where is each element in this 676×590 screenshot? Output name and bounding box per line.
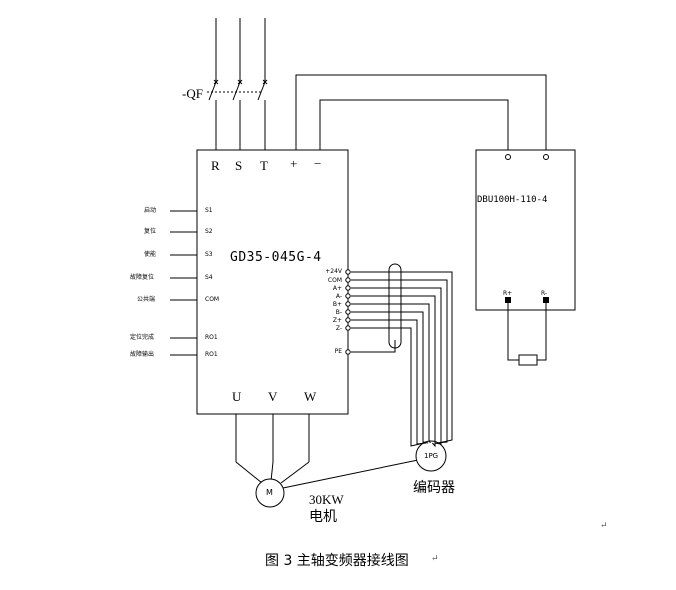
right-terminal: B+ xyxy=(332,301,342,308)
encoder-signal-wire xyxy=(351,295,436,448)
brake-terminal: R+ xyxy=(503,290,513,297)
input-name: 故障复位 xyxy=(130,274,155,281)
encoder-circle xyxy=(415,440,447,472)
encoder-name: 编码器 xyxy=(413,480,455,496)
right-terminal: A- xyxy=(335,293,342,300)
inverter-model: GD35-045G-4 xyxy=(230,250,322,265)
brake-unit-box xyxy=(475,149,576,311)
right-terminal: PE xyxy=(334,348,342,355)
terminal-u: U xyxy=(232,389,242,404)
encoder-symbol: 1PG xyxy=(424,452,439,460)
terminal-plus: + xyxy=(290,156,298,171)
terminal-v: V xyxy=(268,389,278,404)
input-terminal: S1 xyxy=(205,207,213,214)
terminal-marker xyxy=(345,309,351,315)
terminal-minus: − xyxy=(314,156,322,171)
right-terminal: COM xyxy=(327,277,342,284)
input-name: 使能 xyxy=(144,251,157,258)
breaker-label: -QF xyxy=(182,86,203,101)
input-terminal: RO1 xyxy=(205,351,218,358)
terminal-s: S xyxy=(235,158,243,173)
input-terminal: S2 xyxy=(205,228,213,235)
terminal-marker xyxy=(345,317,351,323)
right-terminal: Z+ xyxy=(332,317,342,324)
motor-power: 30KW xyxy=(309,492,344,507)
terminal-marker xyxy=(345,293,351,299)
brake-terminal: R- xyxy=(541,290,548,297)
input-name: 公共端 xyxy=(137,296,156,303)
input-name: 定位完成 xyxy=(130,334,155,341)
encoder-signal-wire xyxy=(351,327,425,447)
terminal-marker xyxy=(345,285,351,291)
brake-resistor xyxy=(518,354,538,366)
input-terminal: S4 xyxy=(205,274,213,281)
input-name: 启动 xyxy=(144,207,157,214)
input-terminal: RO1 xyxy=(205,334,218,341)
terminal-r: R xyxy=(211,158,220,173)
figure-caption: 图 3 主轴变频器接线图 xyxy=(265,553,409,569)
terminal-t: T xyxy=(260,158,268,173)
input-terminal: COM xyxy=(205,296,220,303)
encoder-signal-wire xyxy=(351,311,429,444)
terminal-marker xyxy=(345,269,351,275)
encoder-signal-wire xyxy=(351,271,453,444)
right-terminal: A+ xyxy=(332,285,342,292)
motor-symbol: M xyxy=(266,488,273,497)
terminal-marker xyxy=(345,277,351,283)
right-terminal: Z- xyxy=(335,325,342,332)
input-name: 复位 xyxy=(144,228,157,235)
terminal-marker xyxy=(345,301,351,307)
encoder-signal-wire xyxy=(351,303,431,444)
right-terminal: B- xyxy=(335,309,342,316)
motor-circle xyxy=(255,478,285,508)
paragraph-mark: ↵ xyxy=(431,554,439,564)
input-terminal: S3 xyxy=(205,251,213,258)
brake-unit-model: DBU100H-110-4 xyxy=(477,195,548,205)
motor-name: 电机 xyxy=(309,509,337,525)
right-terminal: +24V xyxy=(325,268,342,275)
terminal-w: W xyxy=(304,389,317,404)
encoder-signal-wire xyxy=(351,279,448,444)
terminal-marker xyxy=(345,325,351,331)
input-name: 故障输出 xyxy=(130,351,155,358)
inverter-box xyxy=(196,149,349,415)
encoder-signal-wire xyxy=(351,287,442,445)
paragraph-mark: ↵ xyxy=(600,521,608,531)
